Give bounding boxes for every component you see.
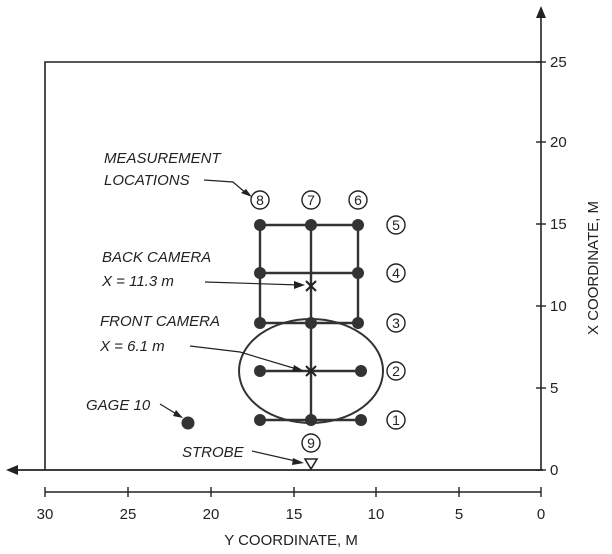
boundary-outline: [44, 61, 541, 470]
location-3-number: 3: [392, 315, 400, 331]
strobe-marker: [303, 458, 319, 471]
back-camera-label-line2: X = 11.3 m: [101, 273, 174, 290]
location-6-number: 6: [354, 192, 362, 208]
x-tick-30: 30: [37, 506, 54, 523]
baseline-arrow: [6, 465, 18, 475]
y-tick-25: 25: [550, 54, 567, 71]
x-tick-5: 5: [455, 506, 463, 523]
location-2-number: 2: [392, 363, 400, 379]
x-tick-20: 20: [203, 506, 220, 523]
location-4-number: 4: [392, 265, 400, 281]
front-camera-leader: [189, 345, 301, 371]
front-camera-label-line2: X = 6.1 m: [99, 338, 165, 355]
location-8-number: 8: [256, 192, 264, 208]
strobe-leader: [251, 450, 301, 463]
leader-arrowheads: [173, 189, 305, 465]
y-tick-20: 20: [550, 134, 567, 151]
back-camera-label-line1: BACK CAMERA: [102, 249, 211, 266]
bottom-scale-ticks: [44, 487, 542, 497]
location-circles: [250, 190, 406, 453]
strobe-label: STROBE: [182, 444, 245, 461]
measurement-label-line2: LOCATIONS: [104, 172, 190, 189]
back-camera-leader: [204, 281, 301, 286]
x-tick-10: 10: [368, 506, 385, 523]
location-1-number: 1: [392, 412, 400, 428]
front-camera-label-line1: FRONT CAMERA: [100, 313, 220, 330]
back-camera-marker: [305, 280, 317, 292]
leader-lines: [159, 179, 301, 463]
y-tick-15: 15: [550, 216, 567, 233]
x-tick-25: 25: [120, 506, 137, 523]
right-axis-arrow: [536, 6, 546, 18]
front-camera-marker: [305, 365, 317, 377]
location-5-number: 5: [392, 217, 400, 233]
measurement-points: [181, 219, 367, 430]
right-axis-title: X COORDINATE, M: [585, 201, 602, 335]
gage-point: [181, 416, 195, 430]
location-7-number: 7: [307, 192, 315, 208]
measurement-leader: [203, 179, 248, 195]
right-axis-ticks: [536, 61, 546, 471]
gage-label: GAGE 10: [86, 397, 151, 414]
bottom-axis-title: Y COORDINATE, M: [224, 532, 358, 549]
measurement-label-line1: MEASUREMENT: [104, 150, 223, 167]
location-9-number: 9: [307, 435, 315, 451]
x-tick-15: 15: [286, 506, 303, 523]
y-tick-10: 10: [550, 298, 567, 315]
x-tick-0: 0: [537, 506, 545, 523]
y-tick-5: 5: [550, 380, 558, 397]
y-tick-0: 0: [550, 462, 558, 479]
